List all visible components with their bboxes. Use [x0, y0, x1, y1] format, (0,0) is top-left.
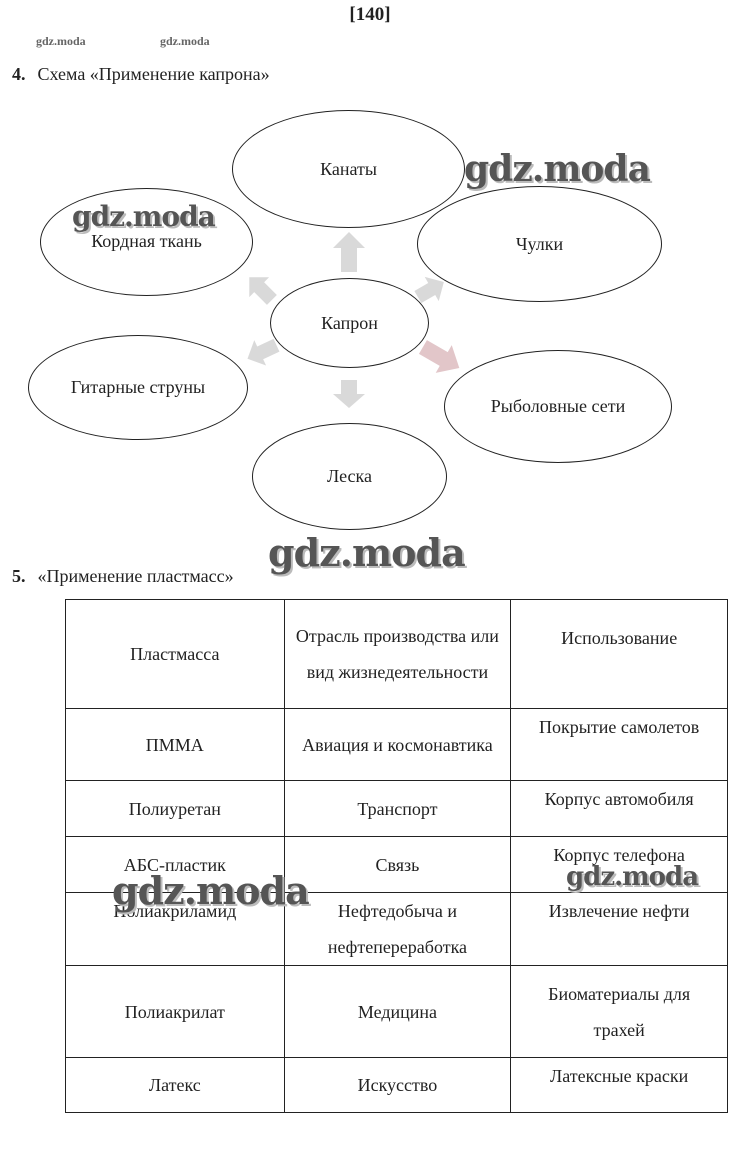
watermark: gdz.moda — [160, 34, 210, 48]
arrow-upper-left — [249, 277, 277, 305]
table-cell: Полиакриламид — [65, 892, 285, 966]
table-row: ПММА Авиация и космонавтика Покрытие сам… — [65, 708, 728, 781]
table-cell: Извлечение нефти — [510, 892, 728, 966]
table-cell: Корпус телефона — [510, 836, 728, 893]
table-cell: Связь — [283, 836, 512, 893]
table-cell: Покрытие самолетов — [510, 708, 728, 781]
plastics-table: Пластмасса Отрасль производства или вид … — [65, 599, 728, 1113]
header-cell: Использование — [510, 599, 728, 709]
node-rybolovnye-seti: Рыболовные сети — [444, 350, 672, 463]
task5-heading: 5. «Применение пластмасс» — [12, 566, 234, 587]
table-row: Полиуретан Транспорт Корпус автомобиля — [65, 780, 728, 837]
page-number: [140] — [349, 4, 391, 25]
task5-title: «Применение пластмасс» — [37, 566, 234, 586]
header-cell: Пластмасса — [65, 599, 285, 709]
table-cell: ПММА — [65, 708, 285, 781]
table-cell: Нефтедобыча и нефтепереработка — [283, 892, 512, 966]
table-cell: Транспорт — [283, 780, 512, 837]
task4-number: 4. — [12, 64, 26, 84]
table-cell: Латексные краски — [510, 1057, 728, 1113]
node-kapron-center: Капрон — [270, 278, 429, 368]
table-cell: Искусство — [283, 1057, 512, 1113]
arrow-lower-right — [418, 340, 460, 373]
arrows — [247, 232, 460, 408]
table-row: Полиакриламид Нефтедобыча и нефтеперераб… — [65, 892, 728, 966]
table-row: Полиакрилат Медицина Биоматериалы для тр… — [65, 965, 728, 1058]
table-cell: Корпус автомобиля — [510, 780, 728, 837]
node-kanaty: Канаты — [232, 110, 465, 228]
task4-heading: 4. Схема «Применение капрона» — [12, 64, 270, 85]
node-kordnaya-tkan: Кордная ткань — [40, 188, 253, 296]
table-cell: Биоматериалы для трахей — [510, 965, 728, 1058]
arrow-upper-right — [414, 276, 444, 304]
arrow-down — [333, 380, 365, 408]
table-cell: Авиация и космонавтика — [283, 708, 512, 781]
arrow-up — [333, 232, 365, 272]
table-cell: АБС-пластик — [65, 836, 285, 893]
header-cell: Отрасль производства или вид жизнедеятел… — [283, 599, 512, 709]
task4-title: Схема «Применение капрона» — [37, 64, 270, 84]
table-cell: Полиакрилат — [65, 965, 285, 1058]
node-leska: Леска — [252, 423, 447, 530]
table-row: АБС-пластик Связь Корпус телефона — [65, 836, 728, 893]
table-cell: Латекс — [65, 1057, 285, 1113]
table-row: Латекс Искусство Латексные краски — [65, 1057, 728, 1113]
task5-number: 5. — [12, 566, 26, 586]
table-cell: Медицина — [283, 965, 512, 1058]
node-chulki: Чулки — [417, 186, 662, 302]
table-header-row: Пластмасса Отрасль производства или вид … — [65, 599, 728, 709]
table-cell: Полиуретан — [65, 780, 285, 837]
watermark: gdz.moda — [36, 34, 86, 48]
node-gitarnye-struny: Гитарные струны — [28, 335, 248, 440]
arrow-lower-left — [247, 338, 280, 366]
